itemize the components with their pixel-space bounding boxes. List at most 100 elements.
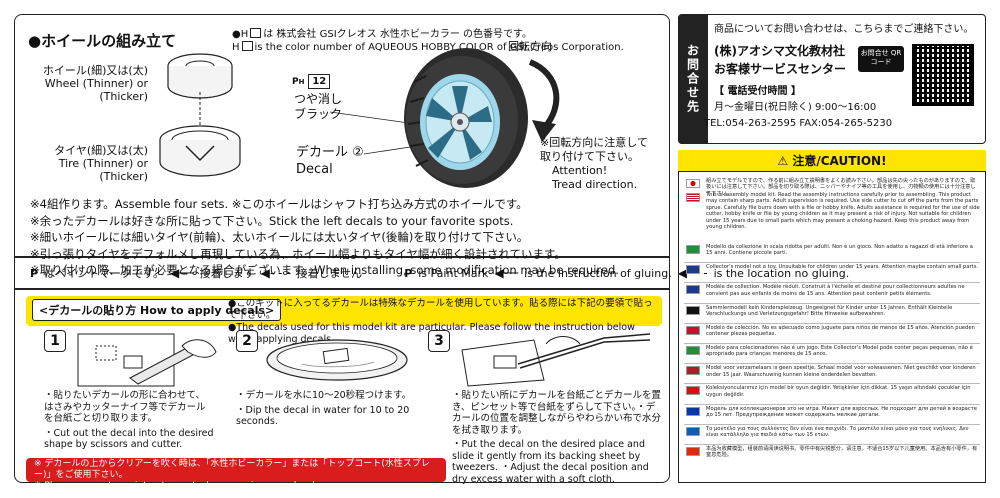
contact-phone: TEL:054-263-2595 FAX:054-265-5230 — [704, 118, 893, 129]
paint-code: PH 12 — [292, 74, 331, 89]
step1-text-en: ・Cut out the decal into the desired shap… — [44, 427, 214, 451]
flag-icon — [686, 406, 700, 416]
flag-icon — [686, 265, 700, 275]
step3-tweezers-illustration — [461, 333, 651, 387]
caution-text: 本品为收藏模型，组装前请阅读说明书。零件中有尖锐部分，请注意。不适合15岁以下儿… — [706, 446, 978, 459]
rotation-note-en1: Attention! — [552, 164, 608, 177]
rotation-arrow-icon — [528, 59, 560, 142]
contact-hours: 月〜金曜日(祝日除く) 9:00〜16:00 — [714, 102, 877, 113]
paint-name-line1: つや消し — [294, 92, 343, 106]
wheel-label-en: Wheel (Thinner) or — [44, 77, 148, 90]
wheel-tire-exploded-drawing — [159, 53, 241, 177]
note-line: ※引っ張りタイヤをデフォルメし再現している為、ホイール幅よりもタイヤ幅が細く設計… — [30, 246, 566, 261]
flag-icon — [686, 285, 700, 295]
note-line: ※4組作ります。Assemble four sets. ※このホイールはシャフト… — [30, 197, 528, 211]
caution-text: Modello da collezione in scala ridotta p… — [706, 244, 973, 257]
step-number: 1 — [44, 330, 66, 352]
assembly-notes: ※4組作ります。Assemble four sets. ※このホイールはシャフト… — [30, 196, 650, 279]
assembly-title: ●ホイールの組み立て — [28, 32, 177, 50]
caution-text-en: This is assembly model kit. Read the ass… — [706, 192, 980, 231]
flag-icon — [686, 386, 700, 396]
glue-arrow-icon: ◀── — [494, 266, 519, 280]
caution-text-jp: 組み立てモデルですので、作る前に組み立て説明書をよくお読み下さい。部品は先の尖っ… — [706, 178, 976, 197]
flag-icon — [686, 325, 700, 335]
color-number-box — [241, 41, 253, 51]
row-divider — [684, 343, 980, 344]
legend-paint-jp: はペイントマークです。 — [44, 267, 164, 280]
color-number-box — [250, 28, 262, 38]
no-glue-arrow-icon: ◀- - - — [260, 266, 291, 280]
legend-paint-en: is Paint Mark — [418, 266, 489, 280]
flag-icon — [686, 245, 700, 254]
caution-row: Modelo de colección. No es adecuado como… — [686, 325, 980, 338]
caution-text: Модель для коллекционеров это не игра. М… — [706, 405, 977, 418]
step-number: 2 — [236, 330, 258, 352]
caution-text: Koleksiyoncularımız için model bir oyun … — [706, 385, 971, 398]
step2-text-jp: ・デカールを水に10〜20秒程つけます。 — [236, 390, 412, 401]
row-divider — [684, 322, 980, 324]
howto-note-jp: ●このキットに入ってるデカールは特殊なデカールを使用しています。貼る際には下記の… — [228, 298, 653, 321]
flag-icon — [686, 366, 700, 376]
legend-noglue-en: is the location no gluing. — [713, 266, 850, 280]
howto-note-en: ●The decals used for this model kit are … — [228, 322, 635, 345]
step3-text: ・貼りたい所にデカールを台紙ごとデカールを置き、ピンセット等で台紙をずらして下さ… — [452, 390, 662, 485]
caution-text: Modelo para colecionadores não é um jogo… — [706, 345, 973, 358]
caution-text: Collector's model not a toy. Unsuitable … — [706, 264, 979, 271]
tire-wheel-illustration — [404, 48, 528, 188]
paint-mark-icon: P — [292, 77, 299, 87]
note-line: ※余ったデカールは好きな所に貼って下さい。Stick the left deca… — [30, 213, 514, 228]
rotation-label: 回転方向 — [508, 40, 552, 53]
rotation-note-jp2: 取り付けて下さい。 — [540, 150, 639, 163]
tire-label: タイヤ(細)又は(太) Tire (Thinner) or (Thicker) — [36, 144, 148, 183]
legend-noglue-jp: 接着しません — [296, 267, 363, 280]
color-note-jp: は 株式会社 GSIクレオス 水性ホビーカラー の色番号です。 — [263, 29, 533, 40]
paint-name-line2: ブラック — [294, 107, 343, 121]
row-divider — [684, 383, 980, 384]
legend-glue-jp: 接着します — [199, 267, 255, 280]
step3-text-jp: ・貼りたい所にデカールを台紙ごとデカールを置き、ピンセット等で台紙をずらして下さ… — [452, 390, 662, 436]
caution-row: Modèle de collection. Modèle réduit. Con… — [686, 284, 980, 297]
contact-side-label: お問合せ先 — [678, 14, 708, 144]
rotation-note-en2: Tread direction. — [552, 178, 638, 191]
row-divider — [684, 282, 980, 283]
paint-mark-icon: P — [30, 266, 39, 280]
step-number: 3 — [428, 330, 450, 352]
caution-row: 本品为收藏模型，组装前请阅读说明书。零件中有尖锐部分，请注意。不适合15岁以下儿… — [686, 446, 980, 459]
caution-row: Collector's model not a toy. Unsuitable … — [686, 264, 980, 275]
tire-label-en2: (Thicker) — [99, 170, 148, 183]
row-divider — [684, 363, 980, 364]
caution-text: Sammlermodell kein Kinderspielzeug. Unge… — [706, 304, 953, 317]
color-note-en-prefix: H — [232, 42, 240, 53]
note-line: ※取り付けの際、加工が必要となる場合がございます。When installing… — [30, 263, 619, 277]
flag-usa-icon — [686, 193, 700, 202]
glue-arrow-icon: ◀── — [169, 266, 194, 280]
note-line: ※細いホイールには細いタイヤ(前輪)、太いホイールには太いタイヤ(後輪)を取り付… — [30, 230, 529, 244]
caution-row: Koleksiyoncularımız için model bir oyun … — [686, 385, 980, 398]
caution-row: Modelo para colecionadores não é um jogo… — [686, 345, 980, 358]
flag-japan-icon — [686, 179, 700, 188]
caution-row: Το μοντέλο για τους συλλέκτες δεν είναι … — [686, 426, 980, 439]
caution-row-jp: 組み立てモデルですので、作る前に組み立て説明書をよくお読み下さい。部品は先の尖っ… — [686, 178, 980, 197]
color-note-en: is the color number of AQUEOUS HOBBY COL… — [254, 42, 624, 53]
step1-text: ・貼りたいデカールの形に合わせて、はさみやカッターナイフ等でデカールを台紙ごと切… — [44, 390, 214, 451]
step2-text: ・デカールを水に10〜20秒程つけます。 ・Dip the decal in w… — [236, 390, 416, 428]
wheel-label-jp: ホイール(細)又は(太) — [42, 64, 148, 77]
flag-icon — [686, 305, 700, 315]
contact-center: お客様サービスセンター — [714, 62, 847, 76]
divider — [14, 256, 670, 258]
caution-row: Модель для коллекционеров это не игра. М… — [686, 406, 980, 419]
paint-code-number: 12 — [308, 74, 331, 89]
qr-badge: お問合せ QRコード — [858, 46, 904, 72]
caution-text: Modèle de collection. Modèle réduit. Con… — [706, 284, 965, 297]
tire-label-jp: タイヤ(細)又は(太) — [54, 144, 148, 157]
decal-label-jp: デカール ② — [296, 145, 364, 160]
legend-glue-en: is the instruction of gluing. — [524, 266, 672, 280]
row-divider — [684, 262, 980, 263]
contact-company: (株)アオシマ文化教材社 — [714, 44, 845, 58]
caution-text: Model voor verzamelaars is geen speeltje… — [706, 365, 976, 378]
caution-row: Modello da collezione in scala ridotta p… — [686, 244, 980, 257]
qr-code-icon[interactable] — [912, 44, 974, 106]
caution-row: Model voor verzamelaars is geen speeltje… — [686, 365, 980, 378]
